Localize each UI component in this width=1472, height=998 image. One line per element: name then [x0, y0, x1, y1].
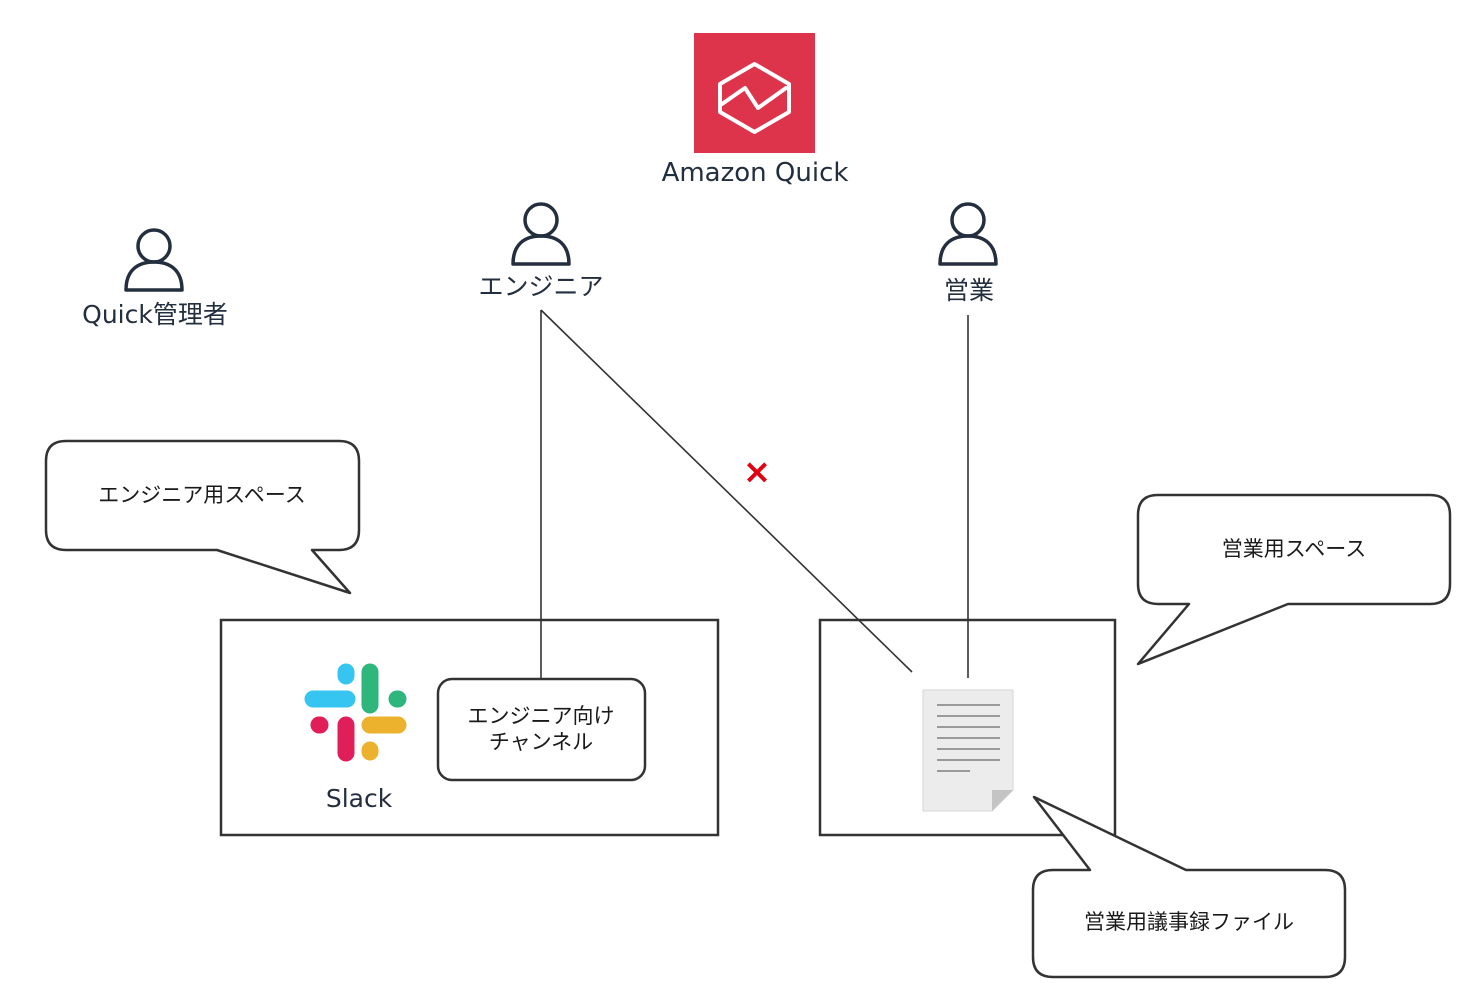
engineer-to-file-line [540, 309, 913, 673]
sales-file-label: 営業用議事録ファイル [1084, 910, 1294, 934]
document-icon [922, 689, 1014, 812]
engineer-channel-box [436, 677, 647, 782]
engineer-user-icon [511, 202, 571, 266]
channel-label-line1: エンジニア向け [467, 704, 615, 728]
engineer-label: エンジニア [478, 272, 604, 301]
sales-label: 営業 [943, 276, 995, 305]
sales-user-icon [938, 202, 998, 266]
engineer-space-label: エンジニア用スペース [98, 483, 306, 507]
channel-label: エンジニア向け チャンネル [468, 703, 615, 755]
channel-label-line2: チャンネル [488, 730, 594, 754]
sales-file-callout [1031, 795, 1347, 979]
engineer-space-box [219, 618, 720, 837]
service-name-label: Amazon Quick [661, 158, 849, 188]
sales-space-callout [1136, 493, 1452, 666]
admin-label: Quick管理者 [82, 300, 228, 329]
engineer-space-callout [44, 439, 361, 595]
admin-user-icon [124, 228, 184, 292]
slack-label: Slack [325, 784, 393, 813]
access-denied-mark: × [742, 452, 772, 492]
amazon-quick-icon [694, 33, 815, 153]
slack-logo-icon [304, 663, 407, 762]
sales-space-label: 営業用スペース [1221, 537, 1367, 561]
